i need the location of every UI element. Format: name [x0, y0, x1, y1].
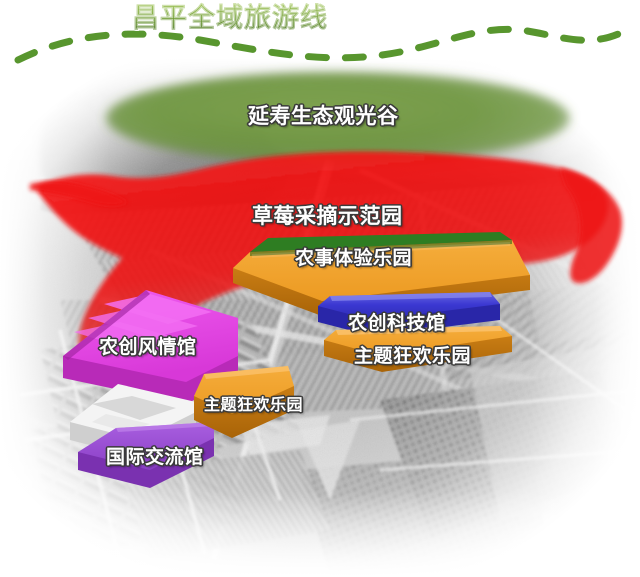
zone-label-farming-experience-park: 农事体验乐园: [295, 247, 413, 269]
zone-label-strawberry-picking-demo-park: 草莓采摘示范园: [252, 204, 403, 228]
zone-agri-innovation-tech-hall: [318, 292, 500, 336]
zone-yanshou-eco-valley: [106, 72, 570, 164]
zone-farming-experience-park: [233, 232, 530, 316]
zone-label-yanshou-eco-valley: 延寿生态观光谷: [248, 104, 399, 128]
zone-international-exchange-hall: [78, 422, 214, 488]
zone-label-agri-innovation-folk-hall: 农创风情馆: [99, 336, 197, 358]
zone-label-theme-carnival-park-main: 主题狂欢乐园: [354, 345, 472, 367]
zone-label-international-exchange-hall: 国际交流馆: [106, 446, 204, 468]
zone-theme-carnival-park-main: [324, 326, 512, 372]
page-title: 昌平全域旅游线: [110, 2, 350, 38]
zone-label-theme-carnival-park-secondary: 主题狂欢乐园: [204, 395, 304, 414]
zone-theme-carnival-park-secondary: [194, 366, 294, 438]
zone-agri-innovation-folk-hall: [63, 290, 238, 404]
zone-label-agri-innovation-tech-hall: 农创科技馆: [348, 312, 446, 334]
